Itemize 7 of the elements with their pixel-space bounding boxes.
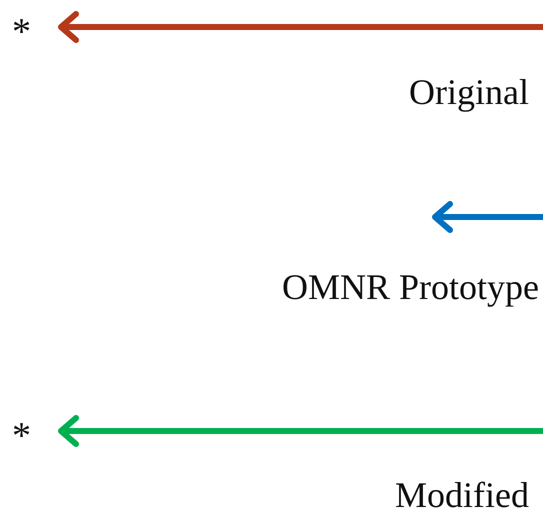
arrow-caption: Original <box>409 72 529 112</box>
arrow-caption: Modified <box>395 475 529 515</box>
arrow <box>58 415 543 447</box>
arrow-caption: OMNR Prototype <box>282 267 539 307</box>
arrow <box>58 11 543 43</box>
asterisk-marker: * <box>8 6 56 46</box>
asterisk-marker: * <box>8 410 56 450</box>
